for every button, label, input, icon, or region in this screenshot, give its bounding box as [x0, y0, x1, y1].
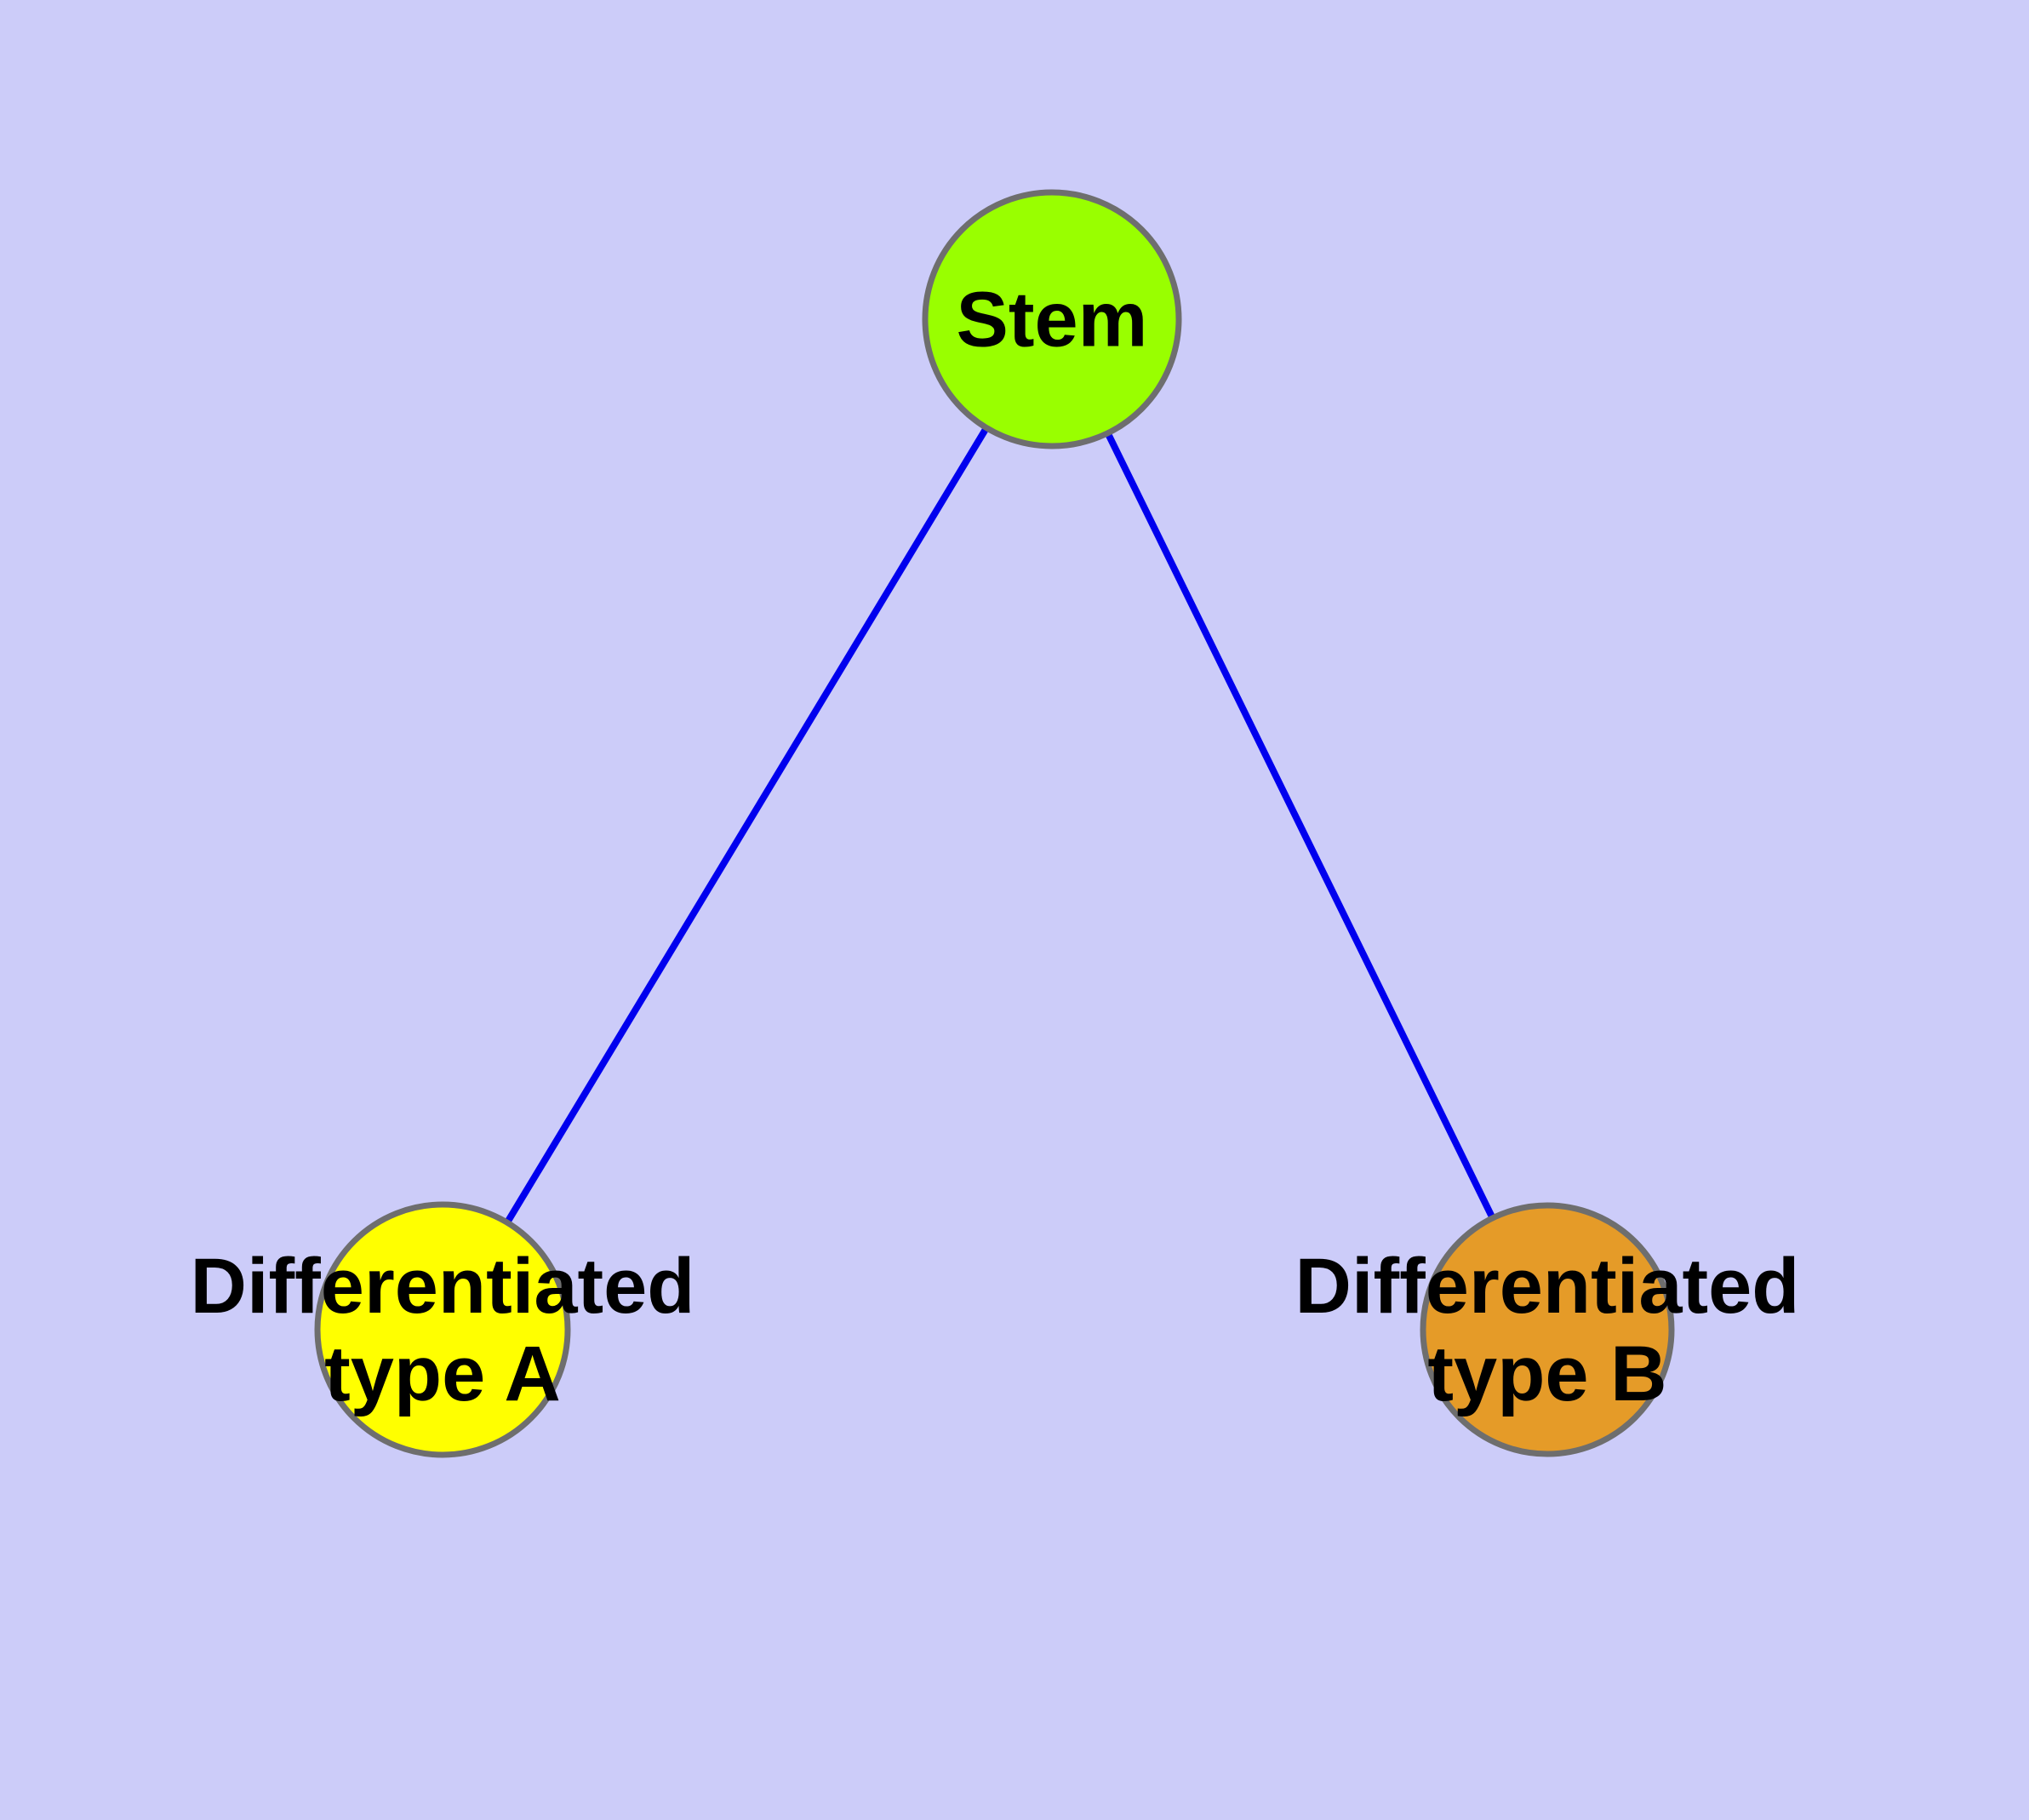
node-label-line: type B: [1427, 1331, 1666, 1417]
edges-group: [439, 317, 1551, 1332]
node-label-line: Differentiated: [191, 1243, 695, 1330]
node-label-line: Stem: [957, 276, 1148, 363]
edge-stem-to-diff-a[interactable]: [439, 317, 1055, 1332]
node-label-line: type A: [324, 1331, 561, 1417]
node-stem[interactable]: Stem: [922, 189, 1182, 449]
node-label-line: Differentiated: [1295, 1243, 1800, 1330]
node-label-stem: Stem: [957, 276, 1148, 363]
edge-stem-to-diff-b[interactable]: [1049, 318, 1551, 1331]
node-circle-diff-a[interactable]: [314, 1201, 571, 1458]
node-circle-diff-b[interactable]: [1420, 1202, 1675, 1457]
node-circle-stem[interactable]: [922, 189, 1182, 449]
